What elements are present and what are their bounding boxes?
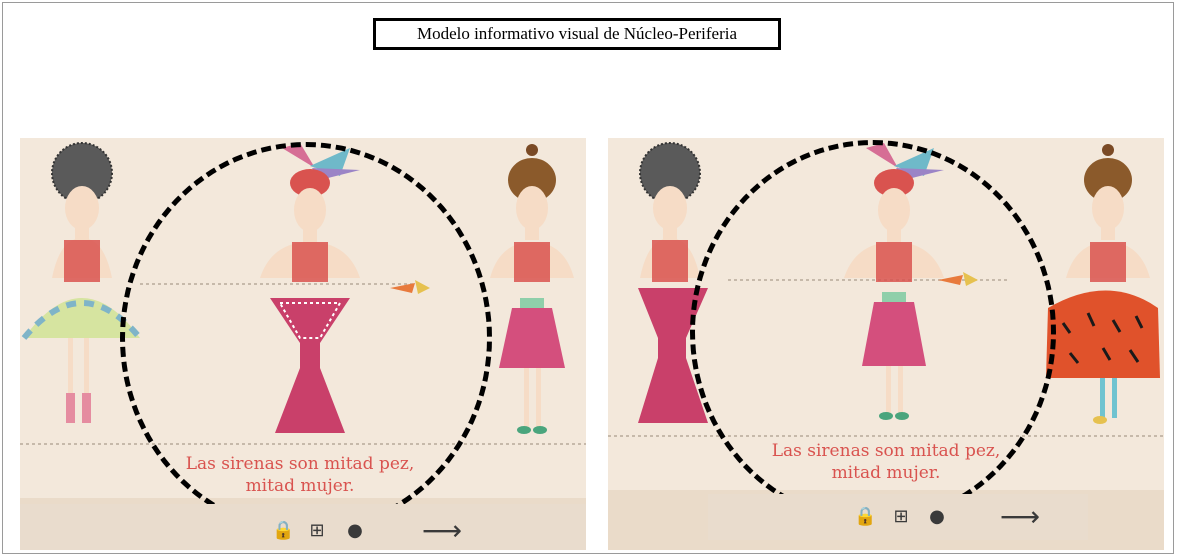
grid-icon[interactable]: ⊞: [309, 520, 325, 541]
doll-bun-hair[interactable]: [490, 144, 574, 434]
narration-line1: Las sirenas son mitad pez,: [185, 454, 415, 474]
narration-text-left: Las sirenas son mitad pez, mitad mujer.: [140, 453, 460, 497]
toolbar-left: [20, 504, 586, 550]
lock-icon[interactable]: 🔒: [272, 520, 295, 541]
app-screen-left: Las sirenas son mitad pez, mitad mujer. …: [20, 138, 586, 550]
narration-text-right: Las sirenas son mitad pez, mitad mujer.: [726, 440, 1046, 484]
doll-afro[interactable]: [638, 142, 708, 423]
next-page-button[interactable]: ⟶: [1000, 500, 1041, 533]
narration-line2: mitad mujer.: [831, 463, 941, 483]
speaker-icon[interactable]: ●: [347, 520, 363, 541]
app-screen-right: Las sirenas son mitad pez, mitad mujer. …: [608, 138, 1164, 550]
doll-bun-hair[interactable]: [1046, 144, 1160, 424]
next-page-button[interactable]: ⟶: [422, 514, 463, 547]
speaker-icon[interactable]: ●: [929, 506, 945, 527]
lock-icon[interactable]: 🔒: [854, 506, 877, 527]
toolbar-right: [708, 494, 1088, 540]
narration-line2: mitad mujer.: [245, 476, 355, 496]
doll-afro[interactable]: [21, 142, 143, 423]
figure-caption: Modelo informativo visual de Núcleo-Peri…: [373, 18, 781, 50]
grid-icon[interactable]: ⊞: [893, 506, 909, 527]
narration-line1: Las sirenas son mitad pez,: [771, 441, 1001, 461]
